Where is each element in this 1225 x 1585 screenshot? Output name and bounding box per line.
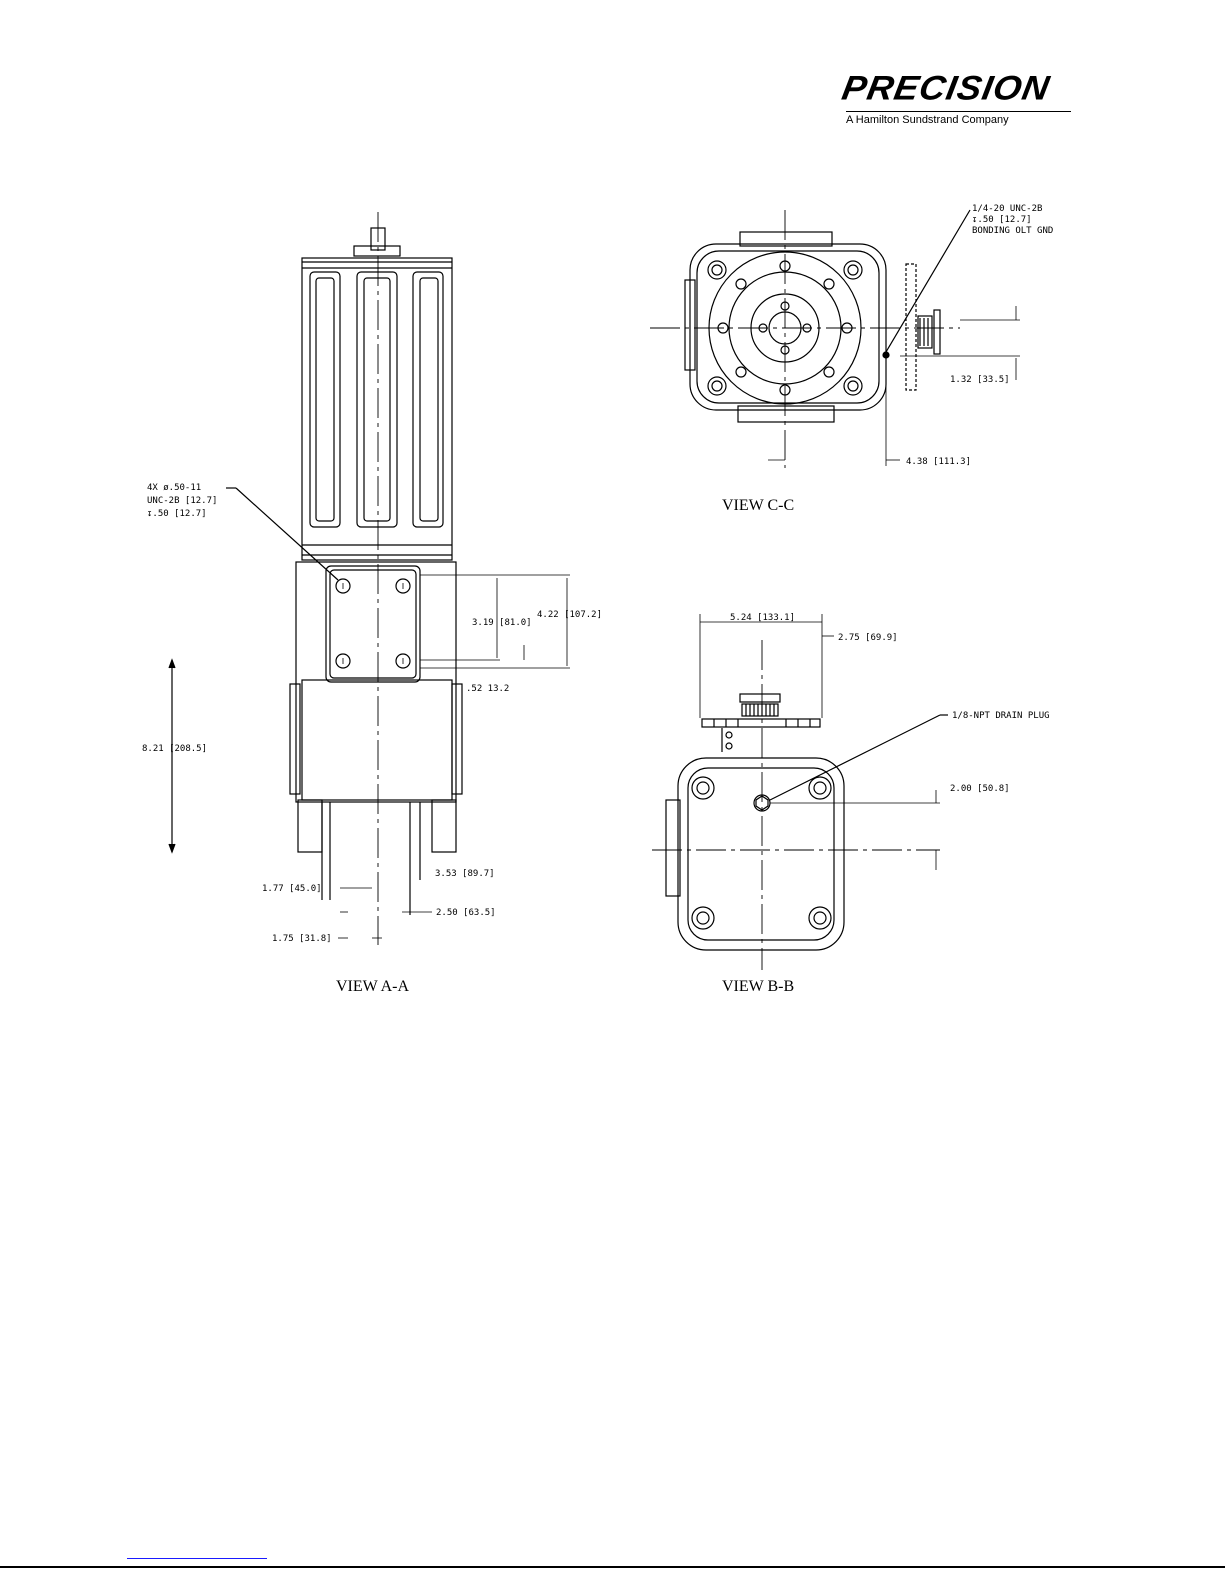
view-c-note-line-3: BONDING OLT GND [972, 226, 1053, 236]
view-b-b-drawing [652, 614, 948, 970]
view-b-b-title: VIEW B-B [722, 978, 794, 995]
dim-offset-v: 1.32 [33.5] [950, 375, 1010, 385]
company-logo: PRECISION A Hamilton Sundstrand Company [839, 68, 1076, 132]
view-a-note-line-1: 4X ø.50-11 [147, 483, 201, 493]
dim-offset-small: .52 13.2 [466, 684, 509, 694]
dim-height-overall: 8.21 [208.5] [142, 744, 207, 754]
dim-horiz-1: 1.77 [45.0] [262, 884, 322, 894]
dim-pattern-v2: 4.22 [107.2] [537, 610, 602, 620]
dim-offset-h: 4.38 [111.3] [906, 457, 971, 467]
view-a-a-title: VIEW A-A [336, 978, 409, 995]
view-a-note-line-3: ↧.50 [12.7] [147, 509, 207, 519]
view-c-c-drawing [650, 209, 1020, 468]
logo-divider [846, 111, 1071, 112]
logo-tagline: A Hamilton Sundstrand Company [846, 114, 1009, 126]
dim-horiz-2: 3.53 [89.7] [435, 869, 495, 879]
view-a-a-drawing [168, 212, 570, 945]
footer-link-underline[interactable] [127, 1558, 267, 1559]
dim-horiz-3: 2.50 [63.5] [436, 908, 496, 918]
view-a-note-line-2: UNC-2B [12.7] [147, 496, 217, 506]
footer-divider [0, 1566, 1225, 1568]
dim-plug-height: 2.00 [50.8] [950, 784, 1010, 794]
dim-right: 2.75 [69.9] [838, 633, 898, 643]
dim-horiz-4: 1.75 [31.8] [272, 934, 332, 944]
dim-pattern-v1: 3.19 [81.0] [472, 618, 532, 628]
view-c-note-line-1: 1/4-20 UNC-2B [972, 204, 1042, 214]
view-c-note-line-2: ↧.50 [12.7] [972, 215, 1032, 225]
dim-width: 5.24 [133.1] [730, 613, 795, 623]
view-b-note: 1/8-NPT DRAIN PLUG [952, 711, 1050, 721]
view-c-c-title: VIEW C-C [722, 497, 794, 514]
